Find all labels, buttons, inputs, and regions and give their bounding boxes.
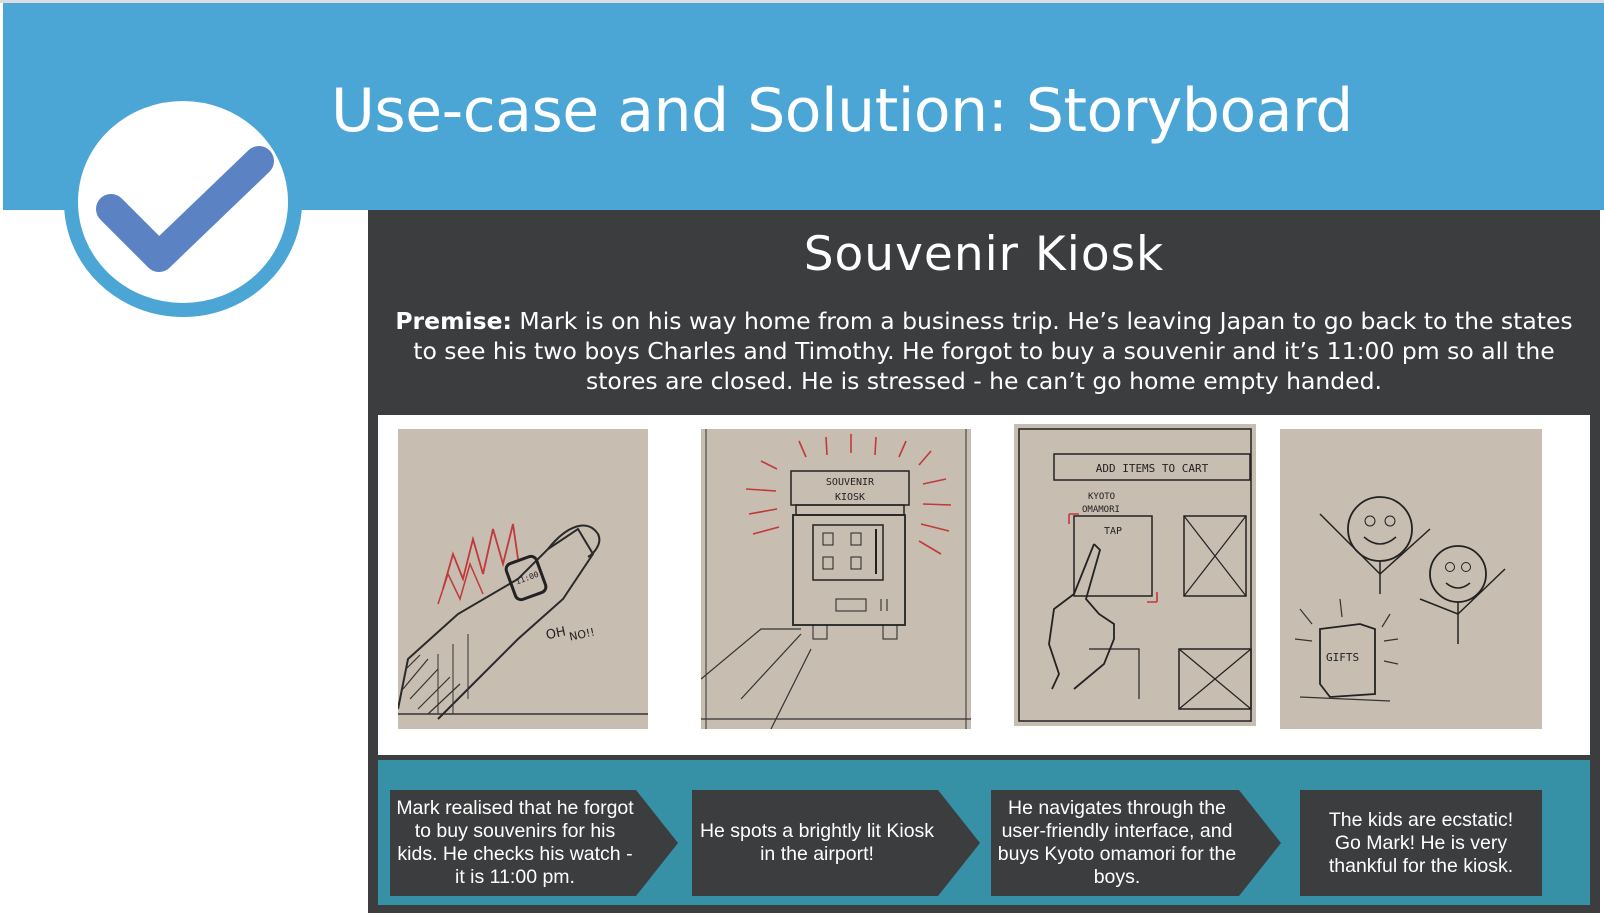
premise-label: Premise:	[395, 307, 512, 335]
checkmark-icon	[63, 87, 308, 327]
slide-title: Use-case and Solution: Storyboard	[331, 76, 1353, 146]
caption-step-3: He navigates through the user-friendly i…	[991, 790, 1281, 896]
caption-step-4: The kids are ecstatic! Go Mark! He is ve…	[1300, 790, 1542, 896]
kiosk-sign-top: SOUVENIR	[826, 477, 875, 488]
caption-step-1: Mark realised that he forgot to buy souv…	[390, 790, 678, 896]
sketch-no-text: NO!!	[568, 626, 596, 644]
interface-header-sketch: ADD ITEMS TO CART	[1096, 462, 1209, 475]
sketch-frame-interface: ADD ITEMS TO CART KYOTO OMAMORI TAP	[1014, 424, 1256, 726]
sketch-strip: 11:00 OH NO!! SOUVENIR KIOSK	[378, 415, 1590, 755]
gift-box-label: GIFTS	[1326, 651, 1359, 664]
slide-top-edge	[0, 0, 1604, 3]
item-name-line1: KYOTO	[1088, 492, 1115, 502]
storyboard-title: Souvenir Kiosk	[803, 227, 1165, 282]
sketch-frame-kids: GIFTS	[1280, 429, 1542, 729]
watch-time-sketch: 11:00	[514, 570, 540, 587]
caption-band: Mark realised that he forgot to buy souv…	[378, 760, 1590, 905]
caption-step-2: He spots a brightly lit Kiosk in the air…	[692, 790, 980, 896]
sketch-frame-watch: 11:00 OH NO!!	[398, 429, 648, 729]
sketch-frame-kiosk: SOUVENIR KIOSK	[701, 429, 971, 729]
premise-body: Mark is on his way home from a business …	[413, 307, 1573, 395]
sketch-oh-text: OH	[545, 625, 568, 644]
item-name-line2: OMAMORI	[1082, 505, 1120, 515]
kiosk-sign-bottom: KIOSK	[835, 492, 865, 503]
tap-text-sketch: TAP	[1104, 526, 1122, 537]
storyboard-panel: Souvenir Kiosk Premise: Mark is on his w…	[368, 210, 1600, 913]
premise-text: Premise: Mark is on his way home from a …	[386, 306, 1582, 396]
